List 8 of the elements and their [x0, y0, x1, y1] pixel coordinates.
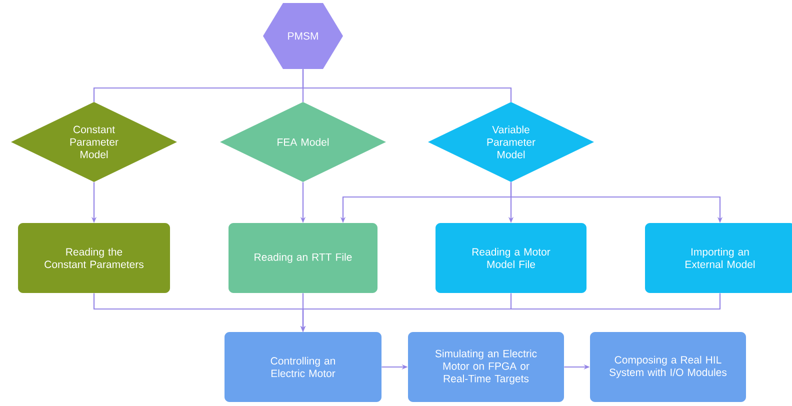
process-box: Simulating an Electric Motor on FPGA or Real-Time Targets: [408, 332, 564, 402]
process-box: Composing a Real HIL System with I/O Modules: [590, 332, 746, 402]
process-box: Reading an RTT File: [228, 223, 378, 293]
process-box: Controlling an Electric Motor: [224, 332, 382, 402]
hexagon-node: PMSM: [263, 3, 343, 69]
process-box: Reading the Constant Parameters: [18, 223, 170, 293]
process-box: Importing an External Model: [645, 223, 792, 293]
process-box: Reading a Motor Model File: [436, 223, 586, 293]
